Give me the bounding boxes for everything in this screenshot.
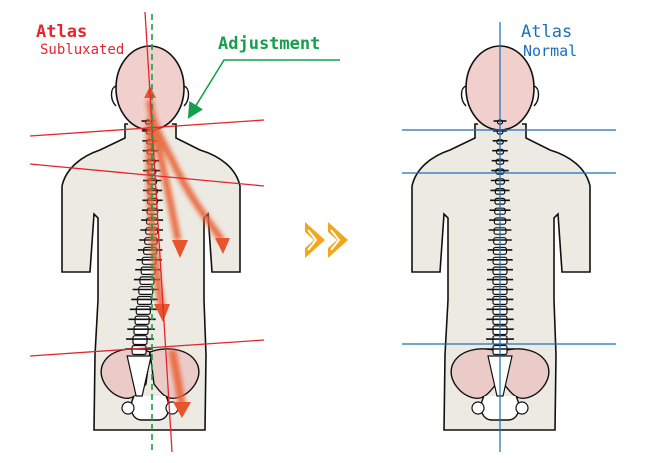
vertebra [134,315,150,326]
vertebra [139,276,155,285]
left-tilted-line-2 [29,163,265,187]
left-tilted-line-1 [29,119,265,137]
right-pelvis [450,348,550,421]
right-spine [486,119,514,397]
right-label-normal: Normal [523,42,578,60]
figure-normal [402,22,616,452]
figure-subluxated [29,11,340,453]
right-label-atlas: Atlas [521,22,573,42]
adjustment-label: Adjustment [218,34,321,54]
adjustment-pointer [187,59,340,119]
left-label-subluxated: Subluxated [40,42,125,58]
sacrum [126,355,152,397]
vertebra [132,335,148,346]
left-flow-heads [144,86,230,418]
left-axis-line [144,11,173,453]
left-label-atlas: Atlas [36,22,88,42]
double-chevron-right-icon [305,222,348,258]
vertebra [138,286,154,296]
vertebra [131,344,147,356]
vertebra [136,295,153,306]
vertebra [133,325,149,336]
vertebra [135,305,151,315]
left-tilted-line-3 [29,339,265,357]
